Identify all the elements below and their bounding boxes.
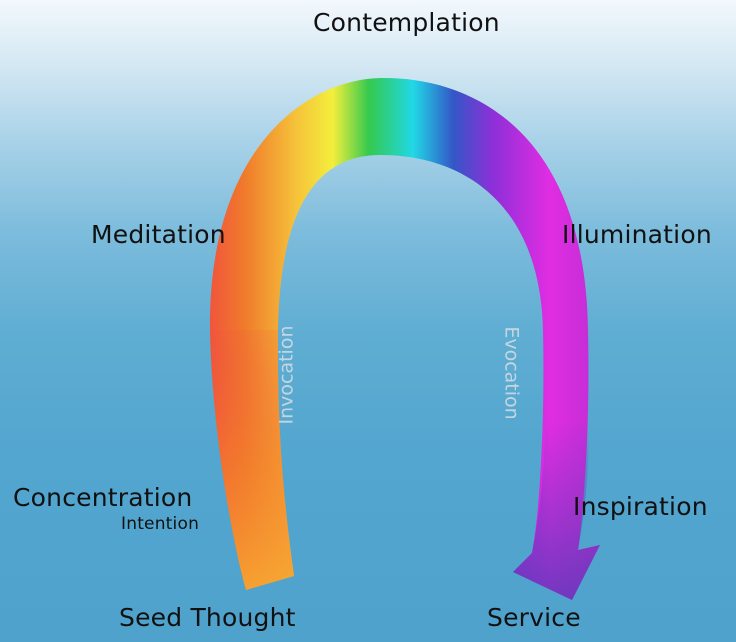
label-seed-thought: Seed Thought — [119, 603, 296, 632]
label-inspiration: Inspiration — [573, 492, 708, 521]
label-meditation: Meditation — [91, 220, 226, 249]
arc-arrowhead — [513, 420, 600, 600]
arc-left-leg-wash — [210, 330, 294, 590]
label-concentration: Concentration — [13, 483, 193, 512]
label-illumination: Illumination — [562, 220, 712, 249]
label-contemplation: Contemplation — [313, 8, 500, 37]
label-intention: Intention — [121, 514, 200, 534]
label-evocation: Evocation — [500, 326, 523, 420]
label-invocation: Invocation — [275, 325, 298, 425]
label-service: Service — [487, 603, 581, 632]
